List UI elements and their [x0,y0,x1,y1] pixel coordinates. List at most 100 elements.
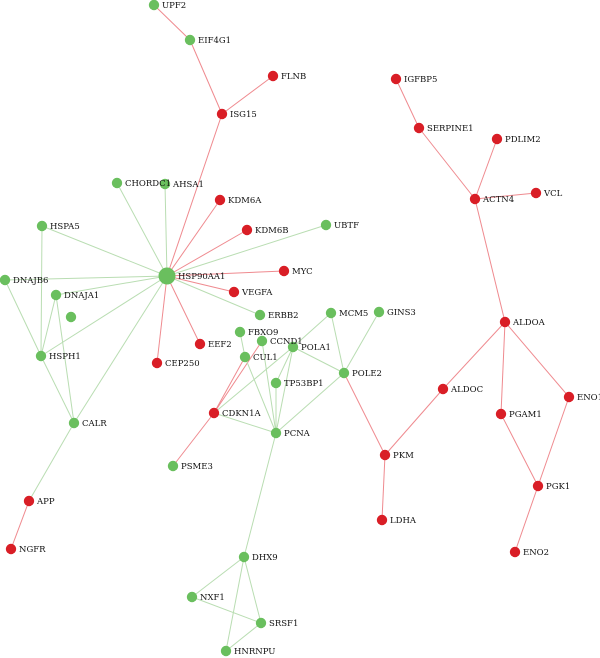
node-vcl[interactable] [530,187,542,199]
edge-pole2-pkm [343,372,386,456]
node-label-app: APP [36,497,55,507]
node-cul1[interactable] [239,351,251,363]
node-label-calr: CALR [82,419,107,429]
edge-cul1-cdkn1a [213,356,246,414]
node-calr[interactable] [68,417,80,429]
node-pdlim2[interactable] [491,133,503,145]
node-isg15[interactable] [216,108,228,120]
edge-hspa5-hsph1 [40,225,43,357]
node-pcna[interactable] [270,427,282,439]
edge-hsph1-calr [40,355,75,424]
node-nxf1[interactable] [186,591,198,603]
node-hsp90aa1[interactable] [158,267,176,285]
node-ccnd1[interactable] [256,335,268,347]
edge-layer [4,4,570,652]
node-dnaja1[interactable] [50,289,62,301]
node-label-pole2: POLE2 [352,369,382,379]
node-label-pcna: PCNA [284,429,311,439]
node-label-mcm5: MCM5 [339,309,368,319]
node-label-fbxo9: FBXO9 [248,328,278,338]
node-label-ahsa1: AHSA1 [172,180,204,190]
node-eno1[interactable] [563,391,575,403]
node-pgk1[interactable] [532,480,544,492]
edge-hsph1-hsp90aa1 [40,275,168,357]
node-unlabeled[interactable] [65,311,77,323]
node-psme3[interactable] [167,460,179,472]
node-myc[interactable] [278,265,290,277]
node-vegfa[interactable] [228,286,240,298]
node-label-vegfa: VEGFA [241,288,273,298]
label-layer: UPF2EIF4G1FLNBISG15IGFBP5SERPINE1PDLIM2A… [13,1,600,657]
node-ldha[interactable] [376,514,388,526]
node-label-pola1: POLA1 [301,343,331,353]
edge-kdm6a-hsp90aa1 [166,199,221,277]
edge-hspa5-hsp90aa1 [41,225,168,277]
edge-pdlim2-actn4 [474,138,498,200]
edge-pkm-ldha [381,454,386,521]
node-label-kdm6b: KDM6B [255,226,289,236]
node-label-gins3: GINS3 [387,308,416,318]
node-mcm5[interactable] [325,307,337,319]
node-ubtf[interactable] [320,219,332,231]
edge-dhx9-srsf1 [243,556,262,624]
node-hsph1[interactable] [35,350,47,362]
node-gins3[interactable] [373,306,385,318]
node-dnajb6[interactable] [0,274,11,286]
edge-ubtf-hsp90aa1 [166,224,327,277]
node-kdm6b[interactable] [241,224,253,236]
node-label-eif4g1: EIF4G1 [198,36,231,46]
node-label-aldoa: ALDOA [512,318,546,328]
node-ahsa1[interactable] [159,178,171,190]
edge-pgk1-eno2 [514,485,539,553]
node-label-isg15: ISG15 [230,110,257,120]
node-ngfr[interactable] [5,543,17,555]
node-pkm[interactable] [379,449,391,461]
node-pgam1[interactable] [495,408,507,420]
node-flnb[interactable] [267,70,279,82]
edge-actn4-vcl [474,192,537,200]
node-tp53bp1[interactable] [270,377,282,389]
node-hnrnpu[interactable] [220,645,232,657]
node-dhx9[interactable] [238,551,250,563]
node-label-ldha: LDHA [390,516,417,526]
node-aldoa[interactable] [499,316,511,328]
node-eef2[interactable] [194,338,206,350]
edge-myc-hsp90aa1 [166,270,285,277]
node-fbxo9[interactable] [234,326,246,338]
node-eif4g1[interactable] [184,34,196,46]
node-app[interactable] [23,495,35,507]
node-label-hsph1: HSPH1 [49,352,81,362]
node-igfbp5[interactable] [390,73,402,85]
node-erbb2[interactable] [254,309,266,321]
node-label-ngfr: NGFR [19,545,46,555]
node-cep250[interactable] [151,357,163,369]
edge-aldoc-pkm [384,388,444,456]
node-eno2[interactable] [509,546,521,558]
node-pola1[interactable] [287,341,299,353]
node-actn4[interactable] [469,193,481,205]
node-kdm6a[interactable] [214,194,226,206]
edge-pola1-tp53bp1 [275,346,294,384]
node-label-aldoc: ALDOC [450,385,483,395]
edge-ahsa1-hsp90aa1 [164,183,168,277]
node-hspa5[interactable] [36,220,48,232]
node-label-vcl: VCL [543,189,563,199]
edge-cep250-hsp90aa1 [156,275,168,364]
node-pole2[interactable] [338,367,350,379]
node-label-pgk1: PGK1 [546,482,570,492]
node-label-pkm: PKM [393,451,414,461]
node-serpine1[interactable] [413,122,425,134]
node-label-cep250: CEP250 [165,359,200,369]
node-srsf1[interactable] [255,617,267,629]
edge-dnaja1-hsph1 [40,294,57,357]
edge-mcm5-pole2 [330,312,345,374]
edge-cdkn1a-pcna [213,412,277,434]
node-upf2[interactable] [148,0,160,11]
edge-cdkn1a-psme3 [172,412,215,467]
edge-actn4-aldoa [474,198,506,323]
node-chordc1[interactable] [111,177,123,189]
node-aldoc[interactable] [437,383,449,395]
node-cdkn1a[interactable] [208,407,220,419]
edge-dnajb6-hsp90aa1 [4,275,168,281]
